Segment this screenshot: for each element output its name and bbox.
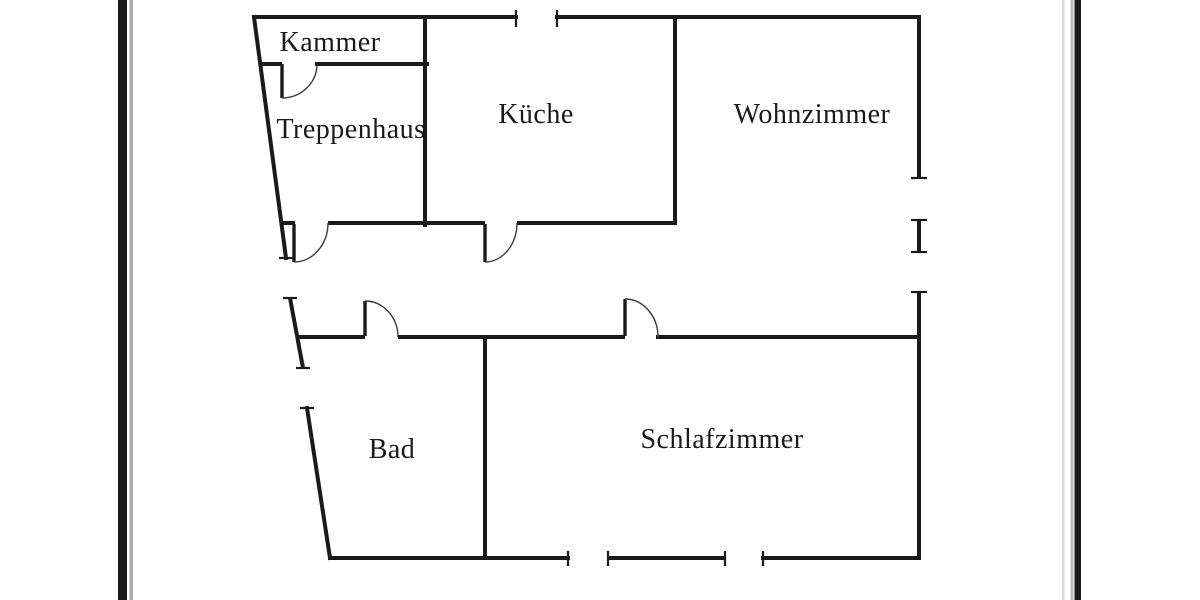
kammer-door-arc	[281, 63, 318, 99]
entry-door-arc	[293, 222, 329, 263]
room-label-schlafzimmer: Schlafzimmer	[640, 424, 804, 455]
walls-lower-section	[288, 297, 921, 561]
page-edge-left	[118, 0, 133, 600]
schlafzimmer-door-arc	[624, 298, 659, 338]
kammer-door	[280, 63, 318, 99]
right-edge-gray-line	[1070, 0, 1074, 600]
walls-upper-section	[251, 14, 921, 556]
left-edge-bar	[118, 0, 127, 600]
window-markers	[279, 10, 927, 566]
room-label-kueche: Küche	[498, 99, 574, 130]
right-edge-light-line	[1062, 0, 1065, 600]
kueche-door	[483, 222, 518, 263]
page-edge-right	[1062, 0, 1081, 600]
room-label-kammer: Kammer	[279, 27, 381, 58]
bad-door-arc	[364, 300, 399, 338]
bad-outer-slant-wall	[304, 405, 333, 561]
right-edge-bar	[1074, 0, 1081, 600]
left-edge-gray-line	[129, 0, 133, 600]
room-label-wohnzimmer: Wohnzimmer	[733, 99, 891, 130]
room-label-bad: Bad	[368, 434, 416, 465]
kueche-door-arc	[484, 222, 518, 263]
schlafzimmer-door	[623, 298, 659, 338]
outer-slant-wall-upper	[251, 14, 289, 261]
bad-door	[363, 300, 399, 338]
treppenhaus-entry-door	[292, 222, 329, 263]
room-label-treppenhaus: Treppenhaus	[276, 114, 426, 145]
outer-slant-wall-mid	[288, 297, 305, 369]
